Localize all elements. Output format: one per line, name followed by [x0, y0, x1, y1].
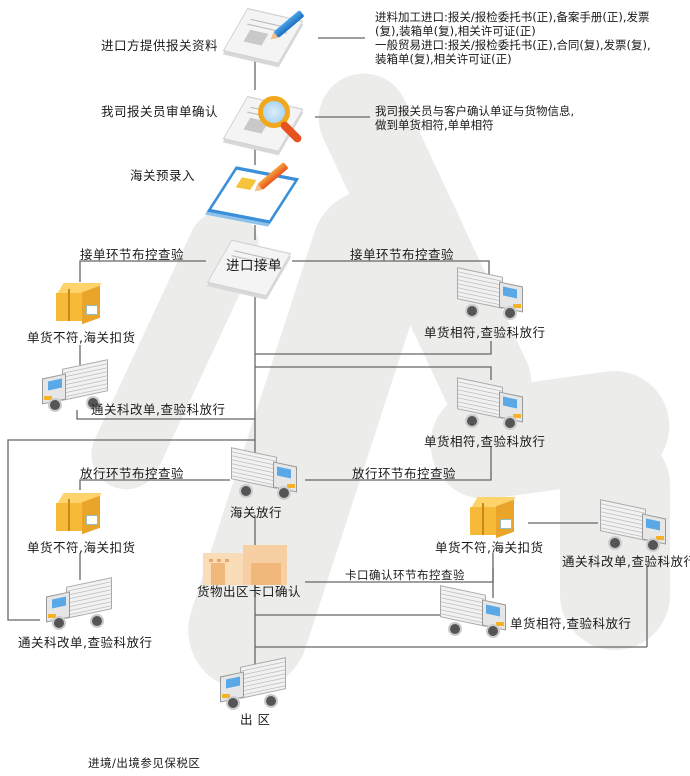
truck-icon [42, 577, 114, 630]
amend-release-label: 通关科改单,查验科放行 [91, 402, 226, 417]
truck-icon [438, 585, 510, 638]
truck-icon [216, 657, 288, 710]
receive-right-branch-label: 接单环节布控查验 [350, 247, 455, 262]
parcel-icon [470, 497, 516, 539]
match-release-label: 单货相符,查验科放行 [424, 434, 546, 449]
note-line: (复),装箱单(复),相关许可证(正) [375, 24, 536, 38]
step-provide-docs-label: 进口方提供报关资料 [101, 38, 219, 53]
gate-branch-label: 卡口确认环节布控查验 [345, 568, 465, 582]
match-release-label: 单货相符,查验科放行 [510, 616, 632, 631]
step-exit-label: 出 区 [240, 712, 271, 727]
clipboard-pencil-icon [206, 160, 300, 224]
step-receive-label: 进口接单 [226, 258, 282, 274]
spine-to-match2 [255, 366, 492, 380]
receive-left-branch [79, 260, 206, 282]
note-line: 做到单货相符,单单相符 [375, 118, 494, 132]
match-return [255, 341, 492, 355]
truck-icon [598, 499, 670, 552]
truck-icon [229, 447, 301, 500]
step-release-label: 海关放行 [230, 505, 283, 520]
provide-docs-note: 进料加工进口:报关/报检委托书(正),备案手册(正),发票 (复),装箱单(复)… [375, 10, 651, 66]
release-right-branch-label: 放行环节布控查验 [352, 466, 457, 481]
parcel-icon [56, 283, 102, 325]
step-review-label: 我司报关员审单确认 [101, 104, 219, 119]
warehouse-icon [203, 545, 289, 585]
footer-note: 进境/出境参见保税区 [88, 756, 201, 770]
note-line: 一般贸易进口:报关/报检委托书(正),合同(复),发票(复), [375, 38, 651, 52]
truck-icon [455, 267, 527, 320]
release-left-branch [79, 479, 230, 490]
amend-release-label: 通关科改单,查验科放行 [562, 554, 690, 569]
receive-right-branch [292, 260, 490, 275]
mismatch-hold-label: 单货不符,海关扣货 [27, 540, 136, 555]
receive-left-branch-label: 接单环节布控查验 [80, 247, 185, 262]
gate-branch [305, 568, 494, 583]
step-pre-entry-label: 海关预录入 [130, 168, 196, 183]
truck-icon [455, 377, 527, 430]
note-line: 进料加工进口:报关/报检委托书(正),备案手册(正),发票 [375, 10, 650, 24]
match2-return [305, 447, 492, 481]
amend-release-label: 通关科改单,查验科放行 [18, 635, 153, 650]
document-pencil-icon [222, 6, 312, 66]
review-note: 我司报关员与客户确认单证与货物信息, 做到单货相符,单单相符 [375, 104, 574, 132]
release-left-branch-label: 放行环节布控查验 [80, 466, 185, 481]
mismatch-hold-label: 单货不符,海关扣货 [27, 330, 136, 345]
note-line: 我司报关员与客户确认单证与货物信息, [375, 104, 575, 118]
left-loop [7, 439, 255, 621]
step-gate-label: 货物出区卡口确认 [197, 584, 302, 599]
document-magnifier-icon [222, 92, 312, 152]
amend-return [76, 410, 255, 420]
parcel-icon [56, 493, 102, 535]
note-line: 装箱单(复),相关许可证(正) [375, 52, 512, 66]
mismatch-hold-label: 单货不符,海关扣货 [435, 540, 544, 555]
match-release-label: 单货相符,查验科放行 [424, 325, 546, 340]
